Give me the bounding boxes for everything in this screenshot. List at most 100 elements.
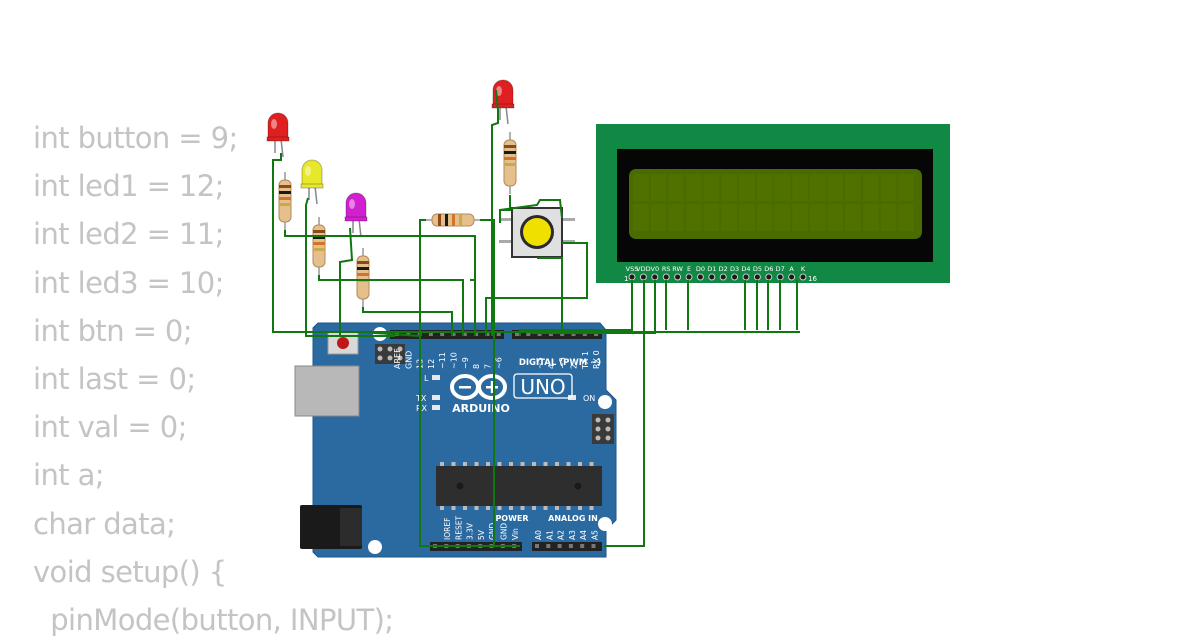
code-line: int led3 = 10;: [33, 265, 224, 300]
code-line: void setup() {: [33, 554, 227, 589]
arduino-infinity-logo: [450, 374, 507, 400]
usb-port: [294, 365, 360, 417]
wire: [362, 307, 453, 336]
lcd-pin-label: D4: [741, 265, 750, 273]
digital-pin-label: ~10: [450, 352, 459, 369]
wire: [305, 197, 395, 337]
power-pin-label: 3.3V: [466, 522, 475, 540]
lcd-pin-label: D5: [753, 265, 762, 273]
digital-pin-label: 8: [472, 364, 481, 369]
digital-pin-label: 7: [483, 364, 492, 369]
code-line: int led1 = 12;: [33, 169, 224, 204]
resistor[interactable]: [503, 132, 517, 194]
power-pin-label: IOREF: [443, 518, 452, 540]
digital-header-left[interactable]: [390, 330, 504, 339]
analog-pin-label: A5: [591, 530, 600, 540]
power-jack: [300, 505, 362, 549]
atmega-chip: [436, 462, 602, 510]
wire: [485, 242, 588, 336]
digital-pin-label: 2: [570, 364, 579, 369]
lcd-pin-label: E: [687, 265, 691, 273]
lcd-pin-label: RW: [672, 265, 683, 273]
lcd-pin-label: D1: [707, 265, 716, 273]
digital-header-right[interactable]: [512, 330, 602, 339]
resistor[interactable]: [424, 213, 482, 227]
lcd-pin-label: D3: [730, 265, 739, 273]
lcd-pin-label: D2: [719, 265, 728, 273]
power-pin-label: Vin: [511, 528, 520, 540]
power-pin-label: RESET: [454, 516, 463, 540]
reset-button[interactable]: [327, 331, 359, 355]
wire: [284, 230, 476, 336]
lcd-pin-label: A: [789, 265, 794, 273]
lcd-pin-label: D0: [696, 265, 705, 273]
led-yellow[interactable]: [300, 159, 324, 205]
digital-pin-label: ~9: [461, 357, 470, 369]
analog-pin-label: A1: [545, 530, 554, 540]
lcd-pin-first-label: 1: [624, 275, 628, 283]
rx-led-label: RX: [416, 404, 428, 413]
code-line: int a;: [33, 458, 105, 493]
resistor[interactable]: [312, 217, 326, 275]
code-line: int btn = 0;: [33, 313, 193, 348]
digital-pin-label: ~3: [558, 357, 567, 369]
lcd-pin-label: VDD: [636, 265, 650, 273]
digital-pin-label: ~11: [438, 352, 447, 369]
digital-pin-label: GND: [404, 351, 413, 369]
analog-pin-label: A3: [568, 530, 577, 540]
push-button[interactable]: [499, 207, 575, 258]
lcd-pin-label: V0: [651, 265, 660, 273]
power-pin-label: 5V: [477, 529, 486, 540]
resistor[interactable]: [278, 172, 292, 230]
wire: [339, 227, 354, 336]
analog-header[interactable]: [532, 542, 602, 551]
lcd-pin-label: VSS: [626, 265, 639, 273]
wire: [419, 219, 520, 547]
power-pin-label: GND: [488, 523, 497, 540]
code-line: int val = 0;: [33, 410, 187, 445]
analog-header-label: ANALOG IN: [548, 514, 598, 523]
code-line: int last = 0;: [33, 361, 196, 396]
lcd-pin-label: D6: [764, 265, 773, 273]
push-button-cap[interactable]: [523, 218, 551, 246]
wire: [491, 89, 499, 336]
digital-pin-label: TX 1: [581, 351, 590, 370]
analog-pin-label: A2: [557, 530, 566, 540]
lcd-pin-label: RS: [662, 265, 671, 273]
digital-pin-label: ~5: [536, 357, 545, 369]
power-header-label: POWER: [495, 514, 528, 523]
code-line: int button = 9;: [33, 121, 238, 155]
analog-pin-label: A0: [534, 530, 543, 540]
wire: [604, 280, 645, 547]
model-label: UNO: [520, 375, 565, 399]
wire: [537, 257, 563, 332]
digital-pin-label: ~6: [495, 357, 504, 369]
wire: [318, 275, 464, 336]
l-led-label: L: [424, 374, 429, 383]
led-red-1[interactable]: [266, 112, 290, 158]
digital-pin-label: 12: [427, 359, 436, 369]
resistor[interactable]: [356, 248, 370, 307]
wire: [272, 153, 421, 337]
analog-pin-label: A4: [579, 530, 588, 540]
digital-pin-label: 4: [547, 364, 556, 369]
brand-label: ARDUINO: [452, 402, 510, 415]
lcd-pin-label: D7: [776, 265, 785, 273]
wire: [499, 199, 563, 219]
digital-header-label: DIGITAL (PWM ~): [519, 358, 601, 368]
led-magenta[interactable]: [344, 192, 368, 238]
digital-pin-label: AREF: [393, 348, 402, 369]
on-led-label: ON: [583, 394, 595, 403]
code-line: char data;: [33, 506, 176, 541]
wire: [480, 219, 495, 546]
lcd-pin-last-label: 16: [808, 275, 817, 283]
led-red-2[interactable]: [491, 79, 515, 125]
power-pin-label: GND: [500, 523, 509, 540]
digital-pin-label: RX 0: [592, 350, 601, 369]
wires: [272, 89, 800, 547]
lcd-pin-label: K: [801, 265, 806, 273]
code-line: int led2 = 11;: [33, 217, 224, 252]
